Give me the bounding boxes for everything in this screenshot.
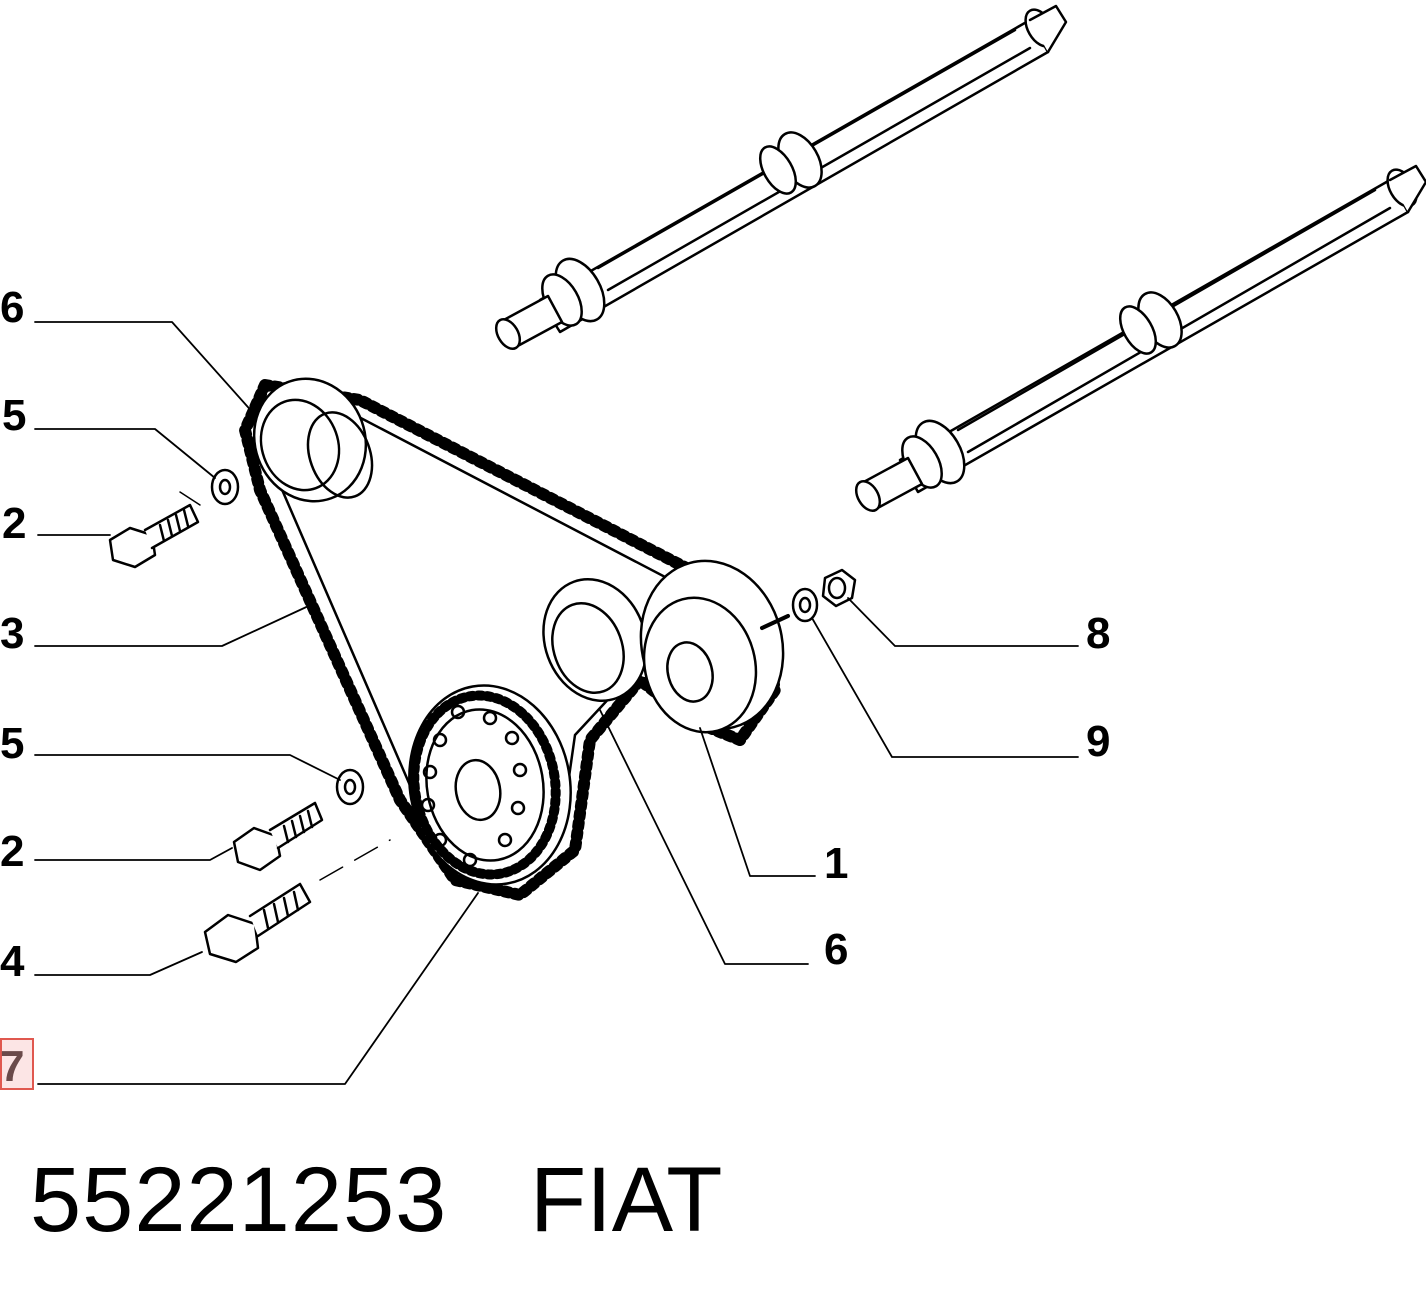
callout-7[interactable]: 7	[0, 1042, 25, 1091]
callout-3: 3	[0, 609, 25, 658]
callout-8: 8	[1086, 609, 1111, 658]
callout-5-lower: 5	[0, 719, 25, 768]
crankshaft-sprocket	[408, 684, 572, 886]
camshaft-lower	[854, 164, 1426, 512]
callout-1: 1	[824, 839, 849, 888]
washer-9	[791, 587, 819, 623]
pulley-1	[639, 559, 790, 734]
part-number: 55221253	[30, 1149, 448, 1251]
tensioner-pulley-upper	[252, 377, 374, 503]
camshaft-upper	[494, 4, 1068, 350]
callout-6-lower: 6	[824, 925, 849, 974]
washer-5-lower	[335, 768, 365, 806]
callout-2-lower: 2	[0, 827, 25, 876]
callout-7-highlight[interactable]	[0, 1038, 34, 1090]
washer-5-upper	[210, 468, 240, 506]
callout-9: 9	[1086, 717, 1111, 766]
callout-4: 4	[0, 937, 25, 986]
callout-5-upper: 5	[2, 391, 27, 440]
bolt-2-lower	[232, 801, 324, 872]
brand-name: FIAT	[530, 1149, 723, 1251]
leader-lines	[34, 321, 1079, 1085]
bolt-4	[203, 839, 391, 964]
bolt-2-upper	[108, 491, 201, 569]
idler-pulley-lower	[542, 578, 648, 702]
callout-6-upper: 6	[0, 283, 25, 332]
callout-2-upper: 2	[2, 499, 27, 548]
nut-8	[821, 568, 857, 608]
